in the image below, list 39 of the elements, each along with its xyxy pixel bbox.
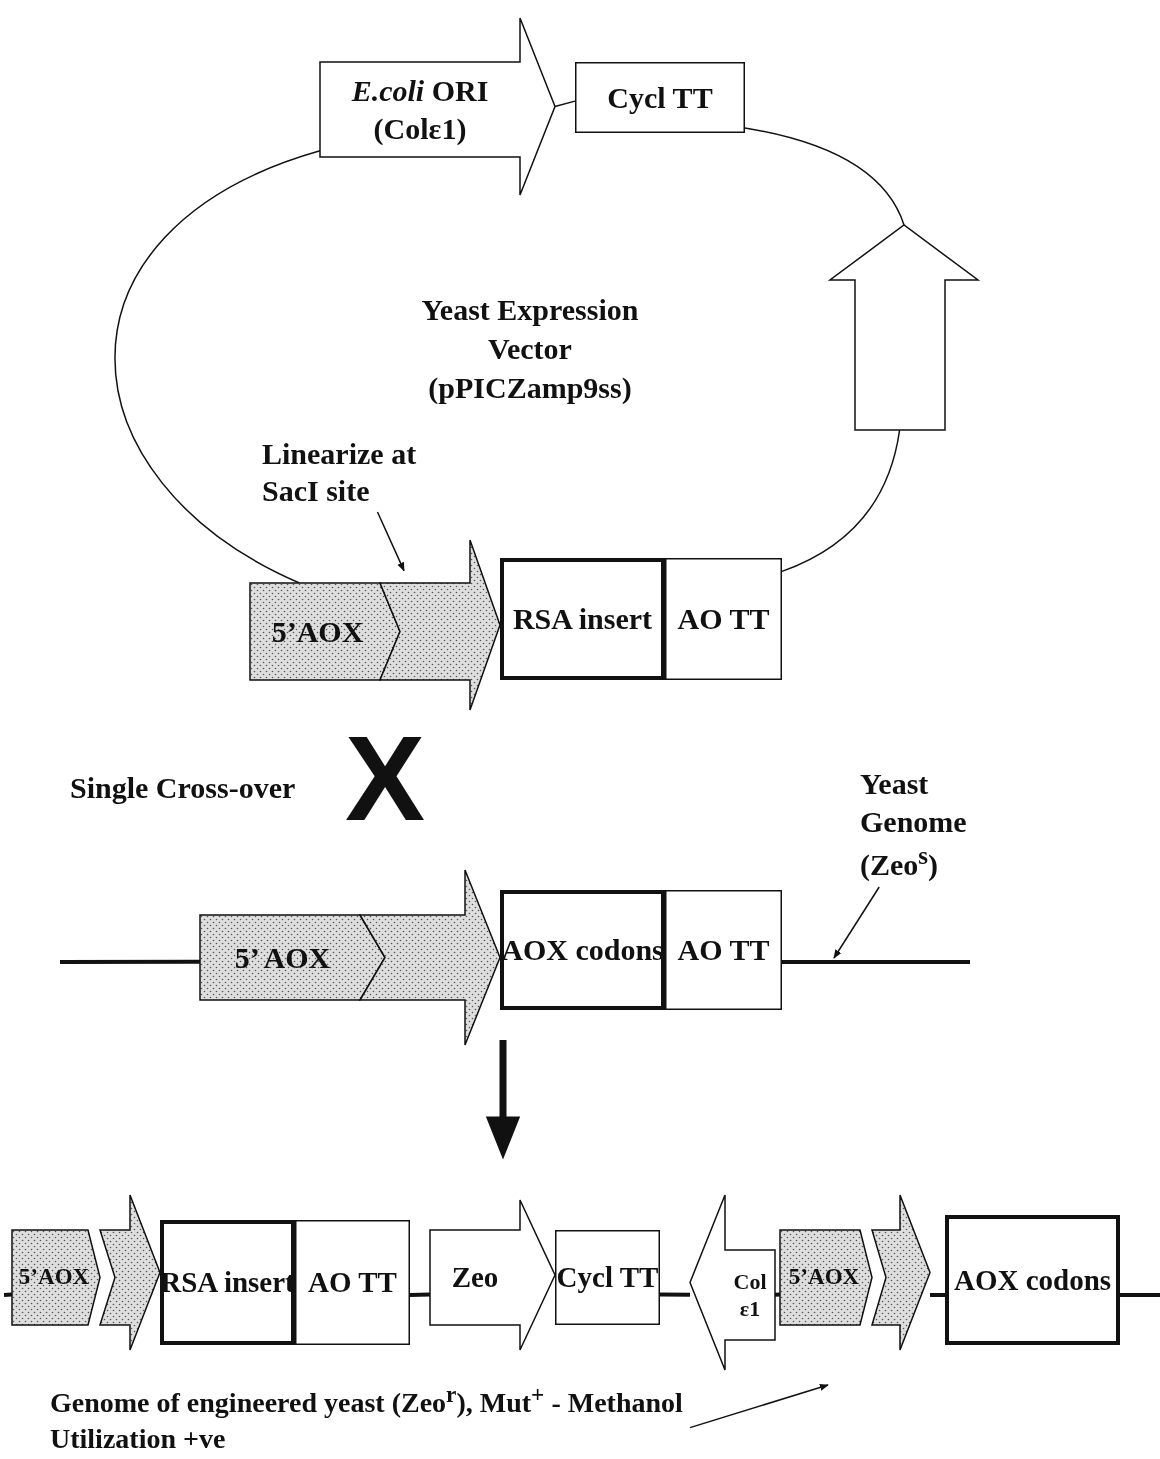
plasmid-backbone	[781, 429, 901, 573]
gene-segment: Zeo	[430, 1200, 555, 1350]
promoter-segment	[100, 1195, 160, 1350]
promoter-segment	[872, 1195, 930, 1350]
promoter-segment	[360, 870, 500, 1045]
annotation-text: Linearize at SacI site	[262, 432, 472, 512]
vector-name: Yeast Expression Vector (pPICZamp9ss)	[420, 292, 640, 406]
insert-box: RSA insert	[500, 558, 665, 680]
plasmid-backbone	[554, 100, 576, 108]
gene-arrow: E.coli ORI (Colε1)	[320, 18, 555, 195]
plasmid-backbone	[744, 127, 905, 226]
dna-strand	[60, 959, 200, 964]
terminator-box: AO TT	[665, 558, 782, 680]
crossover-mark: X	[343, 712, 426, 844]
promoter-shape: 5’ AOX	[200, 915, 385, 1000]
gene-box: AOX codons	[500, 890, 665, 1010]
promoter-segment	[380, 540, 500, 710]
origin-segment: Col ε1	[690, 1195, 775, 1370]
gene-box: AOX codons	[945, 1215, 1120, 1345]
promoter-shape: 5’AOX	[780, 1230, 872, 1325]
leader-line	[689, 1383, 829, 1429]
annotation-text: Yeast Genome (Zeo$^{s}$)	[860, 762, 1020, 887]
promoter-shape: 5’AOX	[250, 583, 400, 680]
terminator-box: Cycl TT	[555, 1230, 660, 1325]
terminator-box: AO TT	[665, 890, 782, 1010]
terminator-box: AO TT	[295, 1220, 410, 1345]
dna-strand	[1120, 1293, 1160, 1297]
gene-box: Cycl TT	[575, 62, 745, 133]
dna-strand	[930, 1293, 945, 1297]
leader-line	[376, 511, 405, 572]
dna-strand	[409, 1292, 431, 1297]
plasmid-backbone	[114, 150, 321, 584]
dna-strand	[660, 1292, 690, 1297]
promoter-shape: 5’AOX	[12, 1230, 100, 1325]
annotation-text: Genome of engineered yeast (Zeo$^{r}$), Mut$^{+}$ - Methanol Utilization +ve	[50, 1378, 690, 1458]
crossover-label: Single Cross-over	[70, 770, 297, 806]
dna-strand	[782, 960, 970, 964]
gene-arrow	[830, 225, 978, 430]
leader-line	[833, 886, 880, 959]
